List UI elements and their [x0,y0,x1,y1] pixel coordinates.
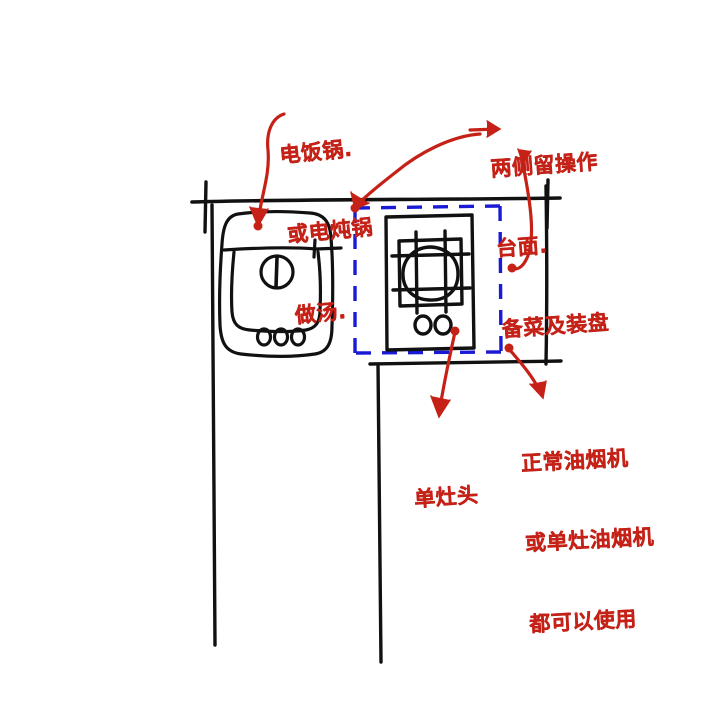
annotation-range-hood-line1: 正常油烟机 [520,445,629,476]
cooktop-knob-left [413,314,433,336]
arrow-to-cooktop-zone [354,132,482,208]
wall-middle-vertical-line [376,362,383,664]
annotation-arrows [249,112,547,419]
annotation-countertop-line1: 两侧留操作 [489,149,599,181]
cooktop-grate-vbar-right [443,229,448,314]
rice-cooker-button-3 [289,327,307,347]
rice-cooker-button-1 [255,327,273,347]
hood-zone-top-dashed [354,204,501,210]
annotation-range-hood-line2: 或单灶油烟机 [524,525,655,556]
arrow-to-burner-label-dot [450,326,460,336]
counter-top-edge-line [190,196,562,204]
arrow-to-cooktop-zone-dot [350,203,360,213]
annotation-rice-cooker-line3: 做汤. [293,298,348,328]
cooktop-outline [384,213,476,352]
counter-right-vertical-line [544,184,549,366]
rice-cooker-lid-seam [222,246,318,252]
annotation-countertop-line2: 台面. [495,233,549,262]
cooktop-grate-square [397,237,464,308]
arrow-to-rice-cooker-dot [253,221,263,231]
arrow-to-hood-label-head [529,380,547,400]
annotation-countertop-line3: 备菜及装盘 [500,310,610,342]
rice-cooker-button-2 [272,327,290,347]
annotation-burner-line1: 单灶头 [413,482,480,511]
annotation-countertop: 两侧留操作 台面. 备菜及装盘 [486,95,614,397]
cooktop-burner-ring [401,245,460,302]
annotation-range-hood: 正常油烟机 或单灶油烟机 都可以使用 [517,390,661,692]
arrow-glyph-two-sides-head [486,120,502,138]
single-burner-cooktop [384,213,476,352]
annotation-rice-cooker-line2: 或电炖锅 [286,215,374,248]
arrow-to-right-counter-dot [507,263,517,273]
counter-bottom-edge-line [368,359,563,366]
arrow-to-burner-label-head [430,395,451,419]
arrow-to-hood-label-dot [504,343,514,353]
counter-plan-lines [190,178,563,664]
arrow-to-right-counter-head [517,148,532,166]
annotation-rice-cooker-line1: 电饭锅. [278,136,354,168]
arrow-to-burner-label [438,330,457,410]
annotation-range-hood-line3: 都可以使用 [528,606,638,637]
rice-cooker-appliance [218,210,343,358]
cooktop-grate-hbar-top [390,252,471,258]
arrow-to-right-counter [510,163,534,271]
rice-cooker-knob-slot [274,256,279,289]
counter-left-wall-tick [203,180,208,234]
arrow-to-rice-cooker [256,112,286,224]
wall-left-vertical-line [210,203,217,647]
cooktop-grate-hbar-bottom [391,286,472,292]
annotation-burner: 单灶头 [409,428,483,567]
cooktop-knob-right [433,314,453,336]
rice-cooker-seam-extension [314,246,343,251]
rice-cooker-outer-body [218,210,335,358]
rice-cooker-inner-panel [230,250,322,334]
cooktop-grate-vbar-left [414,230,419,315]
